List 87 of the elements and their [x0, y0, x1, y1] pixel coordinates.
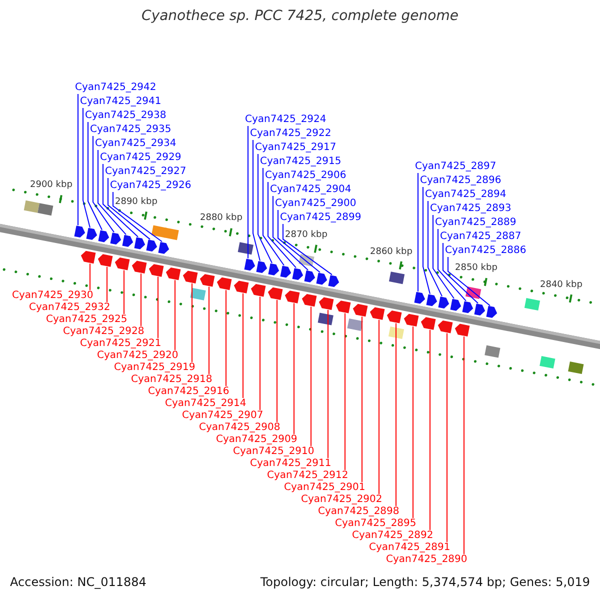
gene-label: Cyan7425_2900 [275, 198, 356, 210]
leader-line [262, 168, 284, 266]
gene-label: Cyan7425_2942 [75, 82, 156, 94]
gene-label: Cyan7425_2916 [148, 386, 230, 398]
genome-info-text: Topology: circular; Length: 5,374,574 bp; Genes: 5,019 [260, 575, 590, 589]
leader-line [92, 136, 114, 233]
gene-label: Cyan7425_2906 [265, 170, 346, 182]
gene-label: Cyan7425_2941 [80, 96, 162, 108]
gene-label: Cyan7425_2895 [335, 518, 416, 530]
leader-line [252, 140, 260, 262]
gene-label: Cyan7425_2928 [63, 326, 144, 338]
gene-label: Cyan7425_2922 [250, 128, 332, 140]
leader-line [432, 214, 454, 299]
scale-label: 2880 kbp [200, 213, 242, 224]
leader-line [174, 280, 176, 350]
gene-label: Cyan7425_2932 [29, 302, 110, 314]
gene-label: Cyan7425_2901 [284, 482, 366, 494]
gene-label: Cyan7425_2886 [445, 245, 526, 257]
gene-label: Cyan7425_2904 [270, 184, 352, 196]
gene-label: Cyan7425_2929 [100, 152, 182, 164]
gene-label: Cyan7425_2910 [233, 446, 314, 458]
scale-label: 2840 kbp [540, 280, 582, 291]
gene-label: Cyan7425_2938 [85, 110, 166, 122]
gene-label: Cyan7425_2894 [425, 189, 506, 201]
gene-label: Cyan7425_2930 [12, 290, 94, 302]
leader-line [344, 312, 346, 470]
leader-line [378, 319, 380, 494]
leader-line [108, 178, 150, 240]
leader-line [98, 150, 126, 236]
gene-label: Cyan7425_2897 [415, 161, 496, 173]
gene-label: Cyan7425_2889 [435, 217, 516, 229]
leader-line [140, 273, 142, 326]
scale-label: 2860 kbp [370, 246, 412, 258]
leader-line [208, 286, 210, 374]
leader-line [82, 108, 90, 228]
accession-text: Accession: NC_011884 [10, 575, 146, 589]
leader-line [242, 292, 244, 398]
scale-label: 2870 kbp [285, 230, 328, 242]
leader-line [102, 164, 138, 238]
gene-label: Cyan7425_2909 [216, 434, 298, 446]
gene-label: Cyan7425_2887 [440, 231, 522, 243]
leader-line [88, 122, 102, 230]
gene-label: Cyan7425_2927 [105, 166, 186, 178]
leader-line [258, 154, 272, 264]
gene-label: Cyan7425_2902 [301, 494, 382, 506]
leader-line [310, 306, 312, 446]
gene-label: Cyan7425_2921 [80, 338, 162, 350]
leader-line [276, 300, 278, 422]
gene-label: Cyan7425_2912 [267, 470, 348, 482]
gene-label: Cyan7425_2934 [95, 138, 176, 150]
gene-label: Cyan7425_2893 [430, 203, 512, 215]
leader-line [412, 326, 414, 518]
leader-line [438, 228, 466, 302]
leader-line [428, 200, 442, 297]
gene-label: Cyan7425_2891 [369, 542, 450, 554]
gene-label: Cyan7425_2935 [90, 124, 172, 136]
leader-line [268, 182, 296, 268]
leader-line [422, 186, 430, 294]
gene-label: Cyan7425_2911 [250, 458, 332, 470]
scale-label: 2900 kbp [30, 180, 72, 192]
gene-label: Cyan7425_2925 [46, 314, 128, 326]
gene-label: Cyan7425_2890 [386, 554, 468, 566]
gene-label: Cyan7425_2920 [97, 350, 178, 362]
leader-line [112, 192, 162, 242]
title: Cyanothece sp. PCC 7425, complete genome [140, 8, 460, 24]
gene-label: Cyan7425_2907 [182, 410, 264, 422]
gene-label: Cyan7425_2915 [260, 156, 342, 168]
gene-label: Cyan7425_2919 [114, 362, 196, 374]
gene-label: Cyan7425_2926 [110, 180, 192, 192]
scale-label: 2850 kbp [455, 263, 498, 274]
gene-label: Cyan7425_2892 [352, 530, 434, 542]
gene-label: Cyan7425_2914 [165, 398, 246, 410]
leader-line [446, 332, 448, 542]
leader-line [278, 210, 320, 273]
gene-label: Cyan7425_2917 [255, 142, 336, 154]
gene-label: Cyan7425_2918 [131, 374, 212, 386]
leader-line [272, 196, 308, 271]
scale-label: 2890 kbp [115, 196, 158, 208]
gene-label: Cyan7425_2924 [245, 114, 326, 126]
gene-label: Cyan7425_2908 [199, 422, 280, 434]
gene-label: Cyan7425_2898 [318, 506, 400, 518]
leader-line [448, 256, 490, 306]
leader-line [442, 242, 478, 304]
leader-line [106, 266, 108, 302]
leader-line [282, 224, 332, 276]
gene-label: Cyan7425_2896 [420, 175, 502, 187]
gene-label: Cyan7425_2899 [280, 212, 362, 224]
